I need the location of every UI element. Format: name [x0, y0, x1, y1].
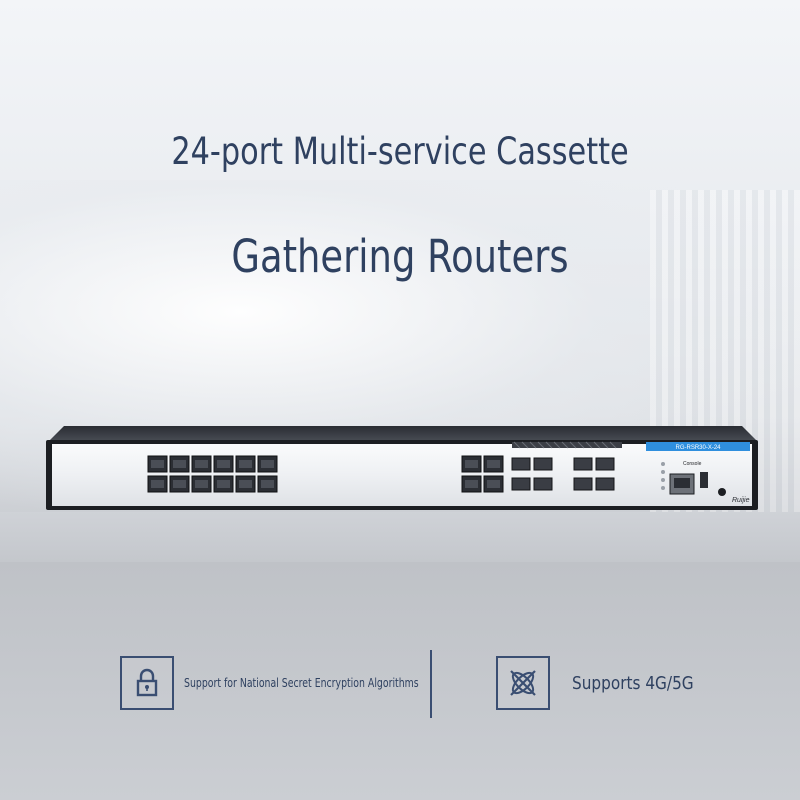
brand-label: Ruijie — [732, 497, 750, 504]
signal-icon — [496, 656, 550, 710]
router-device: RG-RSR30-X-24 — [42, 420, 762, 520]
headline-line-2: Gathering Routers — [231, 230, 569, 283]
usb-port — [700, 472, 708, 488]
feature-4g5g: Supports 4G/5G — [496, 656, 715, 710]
rj45-block-left-inner — [151, 460, 274, 488]
feature-bar: Support for National Secret Encryption A… — [0, 650, 800, 720]
console-label: Console — [683, 461, 702, 467]
device-top — [48, 426, 758, 442]
reset-button — [718, 488, 726, 496]
feature-divider — [430, 650, 432, 718]
headline-line-1: 24-port Multi-service Cassette — [171, 130, 629, 173]
sfp-ports — [511, 457, 615, 491]
feature-encryption: Support for National Secret Encryption A… — [120, 656, 485, 710]
feature-encryption-text: Support for National Secret Encryption A… — [184, 676, 419, 690]
vent-strip — [512, 441, 622, 449]
device-face — [52, 444, 752, 506]
feature-4g5g-text: Supports 4G/5G — [572, 672, 694, 694]
lock-icon — [120, 656, 174, 710]
model-label: RG-RSR30-X-24 — [675, 445, 721, 451]
floor — [0, 562, 800, 800]
status-leds — [661, 462, 665, 490]
shelf — [0, 512, 800, 562]
model-label-bg — [646, 442, 750, 451]
router-front-panel: RG-RSR30-X-24 — [46, 426, 758, 510]
